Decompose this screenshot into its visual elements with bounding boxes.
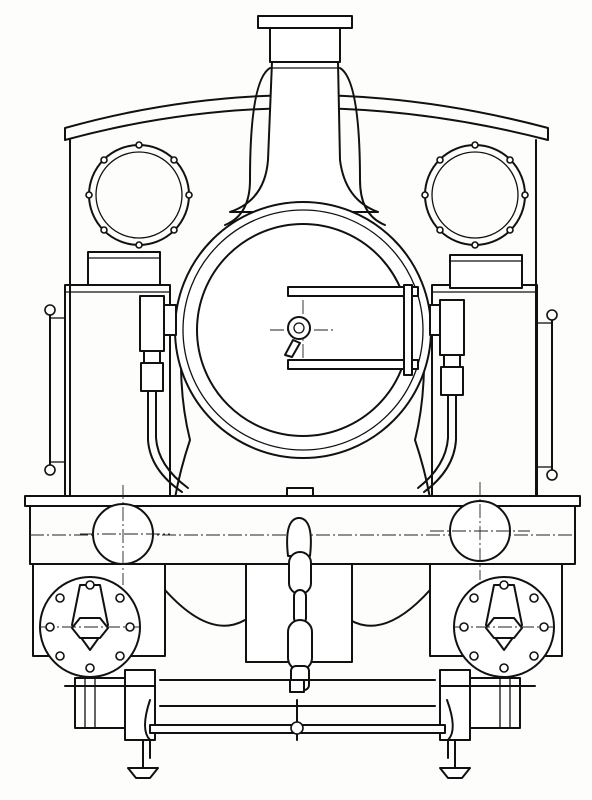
chimney-cap	[257, 15, 353, 29]
lamp-iron	[286, 487, 314, 497]
window-bolt	[506, 156, 514, 164]
hex-nut	[485, 617, 523, 639]
guard-iron-left	[127, 699, 159, 779]
rail-tip	[127, 767, 159, 779]
window-bolt	[170, 226, 178, 234]
window-bolt	[135, 141, 143, 149]
running-gear	[64, 669, 536, 741]
buffer-left	[80, 485, 170, 585]
pipe	[147, 390, 183, 493]
window-bolt	[521, 191, 529, 199]
smokebox-saddle-right	[339, 67, 386, 226]
tank-filler	[87, 251, 161, 286]
spectacle-window-right	[421, 141, 529, 249]
cab-roof	[64, 94, 549, 141]
window-bolt	[506, 226, 514, 234]
door-dart-bar-upper	[287, 286, 419, 297]
window-bolt	[436, 156, 444, 164]
hook	[286, 517, 312, 557]
door-dart-bar-lower	[287, 359, 419, 370]
lubricator-right	[417, 299, 465, 493]
door-handle-boss	[287, 316, 311, 340]
chain-link	[287, 619, 313, 671]
pipe	[423, 394, 457, 493]
cylinder-cover-right	[453, 576, 555, 678]
chain-link	[293, 589, 307, 625]
spectacle-window-left	[85, 141, 193, 249]
door-handle	[284, 339, 301, 358]
chimney	[224, 15, 386, 226]
window-bolt	[135, 241, 143, 249]
window-bolt	[436, 226, 444, 234]
guard-iron-right	[439, 699, 471, 779]
window-bolt	[471, 241, 479, 249]
window-bolt	[100, 226, 108, 234]
window-bolt	[100, 156, 108, 164]
cylinder-cover-left	[39, 576, 141, 678]
window-bolt	[85, 191, 93, 199]
buffer-right	[430, 482, 530, 580]
chimney-stack	[229, 61, 379, 213]
window-bolt	[471, 141, 479, 149]
footplate	[24, 495, 581, 507]
rail-tip	[439, 767, 471, 779]
tank-filler	[449, 254, 523, 289]
lubricator-left	[139, 295, 189, 493]
side-tank-right	[431, 254, 558, 499]
smokebox-saddle-left	[224, 67, 271, 226]
chain-link	[288, 551, 312, 595]
window-bolt	[170, 156, 178, 164]
window-bolt	[185, 191, 193, 199]
side-tank-left	[44, 251, 171, 499]
smokebox	[161, 201, 445, 499]
window-bolt	[421, 191, 429, 199]
hex-nut	[71, 617, 109, 639]
